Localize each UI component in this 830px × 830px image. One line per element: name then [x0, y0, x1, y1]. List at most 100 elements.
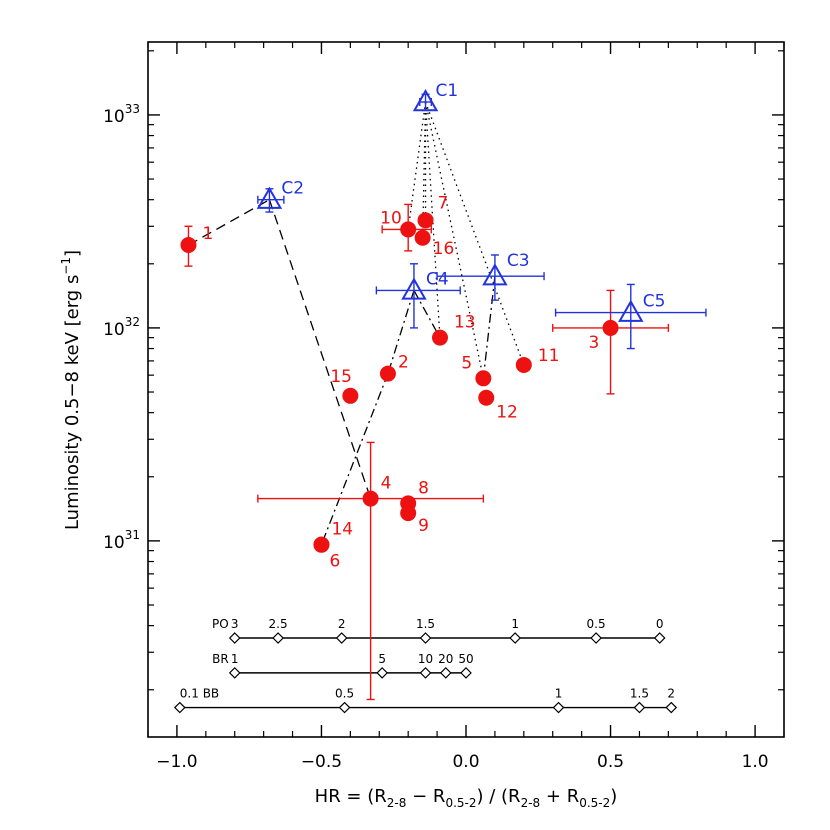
scale-diamond	[173, 701, 186, 714]
data-point-1	[180, 237, 197, 254]
scale-name-label: PO	[212, 617, 229, 631]
point-label-8: 8	[418, 478, 429, 498]
connector-line	[482, 276, 496, 379]
point-label-C3: C3	[507, 251, 530, 271]
connector-line	[268, 199, 372, 499]
point-label-4: 4	[381, 474, 392, 494]
scale-value-label: 1.5	[630, 687, 649, 701]
point-label-10: 10	[380, 208, 402, 228]
scale-diamond	[228, 667, 241, 679]
scale-diamond	[590, 632, 602, 644]
x-tick-label: 0.0	[452, 752, 479, 772]
scale-diamond	[665, 701, 678, 714]
scale-value-label: 2.5	[269, 617, 288, 631]
scale-name-label: BR	[212, 652, 229, 666]
scale-value-label: 1	[555, 687, 563, 701]
scale-diamond	[338, 701, 351, 714]
data-point-12	[478, 389, 495, 406]
x-tick-label: 1.0	[742, 752, 769, 772]
scale-diamond	[272, 632, 284, 644]
scale-value-label: 5	[378, 652, 386, 666]
scale-value-label: 1.5	[416, 617, 435, 631]
error-bars	[184, 93, 707, 701]
data-point-2	[379, 365, 396, 382]
scale-value-label: 50	[458, 652, 473, 666]
point-label-C2: C2	[281, 179, 304, 199]
data-point-3	[602, 319, 619, 336]
scale-diamond	[419, 632, 432, 644]
data-point-11	[515, 356, 532, 373]
scale-value-label: 2	[338, 617, 346, 631]
point-label-5: 5	[461, 353, 472, 373]
connector-line	[387, 290, 415, 374]
scale-diamond	[439, 667, 452, 679]
point-label-11: 11	[538, 346, 560, 366]
scale-diamond	[509, 632, 521, 644]
scale-diamond	[419, 667, 432, 679]
data-point-4	[362, 490, 379, 507]
plot-frame	[147, 41, 785, 738]
data-point-10	[400, 221, 417, 238]
x-tick-label: 0.5	[597, 752, 624, 772]
x-tick-label: −0.5	[301, 752, 342, 772]
x-tick-label: −1.0	[156, 752, 197, 772]
y-tick-label: 1031	[103, 528, 140, 553]
point-label-13: 13	[454, 313, 476, 333]
scale-diamond	[376, 667, 389, 679]
point-label-12: 12	[496, 403, 518, 423]
y-tick-label: 1033	[103, 102, 140, 127]
data-point-13	[431, 329, 448, 346]
point-label-C5: C5	[643, 292, 666, 312]
x-axis-title: HR = (R2-8 − R0.5-2) / (R2-8 + R0.5-2)	[315, 786, 618, 810]
data-point-C4	[401, 277, 427, 300]
connector-line	[424, 101, 441, 338]
data-point-14	[313, 536, 330, 553]
point-label-3: 3	[589, 333, 600, 353]
scale-value-label: 1	[511, 617, 519, 631]
scale-value-label: 20	[438, 652, 453, 666]
point-label-15: 15	[330, 367, 352, 387]
scale-value-label: 2	[667, 687, 675, 701]
scale-diamond	[633, 701, 646, 714]
scale-value-label: 0.5	[587, 617, 606, 631]
scale-value-label: 0	[656, 617, 664, 631]
data-point-9	[400, 505, 417, 522]
scale-value-label: 10	[418, 652, 433, 666]
data-point-15	[342, 387, 359, 404]
data-markers	[180, 88, 644, 553]
connector-line	[320, 373, 389, 545]
scale-diamond	[653, 632, 666, 644]
point-label-6: 6	[329, 552, 340, 572]
connector-line	[413, 290, 441, 338]
point-label-1: 1	[202, 224, 213, 244]
point-label-9: 9	[418, 516, 429, 536]
point-label-C4: C4	[426, 269, 449, 289]
data-point-7	[417, 212, 434, 229]
data-point-5	[475, 370, 492, 387]
connector-line	[188, 199, 270, 246]
scale-value-label: 0.5	[335, 687, 354, 701]
point-label-14: 14	[331, 520, 353, 540]
y-axis-title: Luminosity 0.5−8 keV [erg s−1]	[59, 250, 83, 530]
point-label-7: 7	[438, 193, 449, 213]
data-point-C5	[618, 299, 644, 322]
data-point-C1	[412, 88, 439, 112]
point-label-16: 16	[433, 239, 455, 259]
point-label-2: 2	[398, 353, 409, 373]
scale-diamond	[228, 632, 241, 644]
scale-diamond	[335, 632, 348, 644]
scale-value-label: 3	[231, 617, 239, 631]
point-label-C1: C1	[436, 81, 459, 101]
data-point-16	[414, 229, 431, 246]
connector-line	[407, 101, 427, 230]
data-point-C2	[256, 186, 283, 209]
scale-diamond	[552, 701, 565, 714]
y-tick-label: 1032	[103, 315, 140, 340]
connector-line	[421, 101, 427, 238]
scale-value-label: 1	[231, 652, 239, 666]
data-point-C3	[482, 263, 508, 286]
